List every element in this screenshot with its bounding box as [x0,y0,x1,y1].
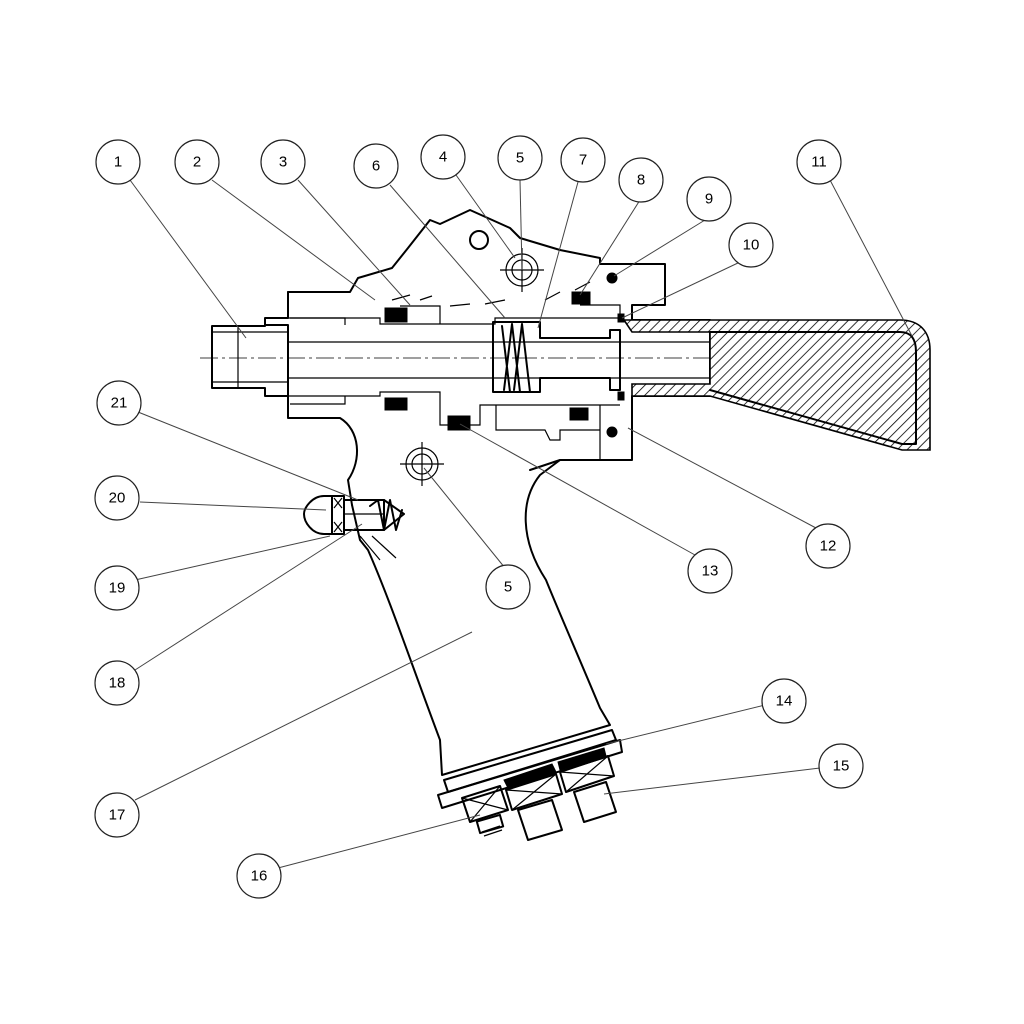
callout-10: 10 [728,222,774,268]
callout-7: 7 [560,137,606,183]
callout-3-label: 3 [279,154,287,171]
handle [351,459,623,809]
callout-5-upper-label: 5 [516,150,524,167]
seal-3-upper [384,307,408,323]
o-ring-10-upper [617,313,625,323]
callout-19-label: 19 [109,580,126,597]
o-ring-10-lower [617,391,625,401]
callout-18: 18 [94,660,140,706]
callout-17-label: 17 [109,807,126,824]
adjust-screw [303,495,405,561]
callout-5-upper: 5 [497,135,543,181]
trigger [622,319,931,451]
callout-15-label: 15 [833,758,850,775]
callout-1-label: 1 [114,154,122,171]
callout-14: 14 [761,678,807,724]
callout-19: 19 [94,565,140,611]
o-ring-12 [606,426,618,438]
callout-9: 9 [686,176,732,222]
callout-21: 21 [96,380,142,426]
callout-15: 15 [818,743,864,789]
callout-6: 6 [353,143,399,189]
spring [492,321,621,393]
callout-2-label: 2 [193,154,201,171]
gun-body [264,209,711,506]
callout-14-label: 14 [776,693,793,710]
callout-5-lower: 5 [485,564,531,610]
callout-6-label: 6 [372,158,380,175]
callout-11-label: 11 [811,154,827,171]
callout-10-label: 10 [743,237,760,254]
callout-13-label: 13 [702,563,719,580]
callout-16-label: 16 [251,868,268,885]
callout-12: 12 [805,523,851,569]
bottom-fittings [461,747,617,841]
callout-17: 17 [94,792,140,838]
seals [384,272,625,438]
nozzle-tube [211,317,710,405]
leader-lines [129,174,913,869]
callout-18-label: 18 [109,675,126,692]
callout-20-label: 20 [109,490,126,507]
crosshair-5-lower [400,442,444,486]
callout-20: 20 [94,475,140,521]
callout-11: 11 [796,139,842,185]
callout-4: 4 [420,134,466,180]
callout-7-label: 7 [579,152,587,169]
callout-8: 8 [618,157,664,203]
callout-9-label: 9 [705,191,713,208]
callout-1: 1 [95,139,141,185]
seal-12 [569,407,589,421]
callout-4-label: 4 [439,149,447,166]
callout-5-lower-label: 5 [504,579,512,596]
callout-2: 2 [174,139,220,185]
seal-8 [571,291,591,305]
callout-21-label: 21 [111,395,128,412]
callout-13: 13 [687,548,733,594]
callout-12-label: 12 [820,538,837,555]
pivot-hole [469,230,489,250]
callout-3: 3 [260,139,306,185]
callout-16: 16 [236,853,282,899]
seal-3-lower [384,397,408,411]
callout-8-label: 8 [637,172,645,189]
